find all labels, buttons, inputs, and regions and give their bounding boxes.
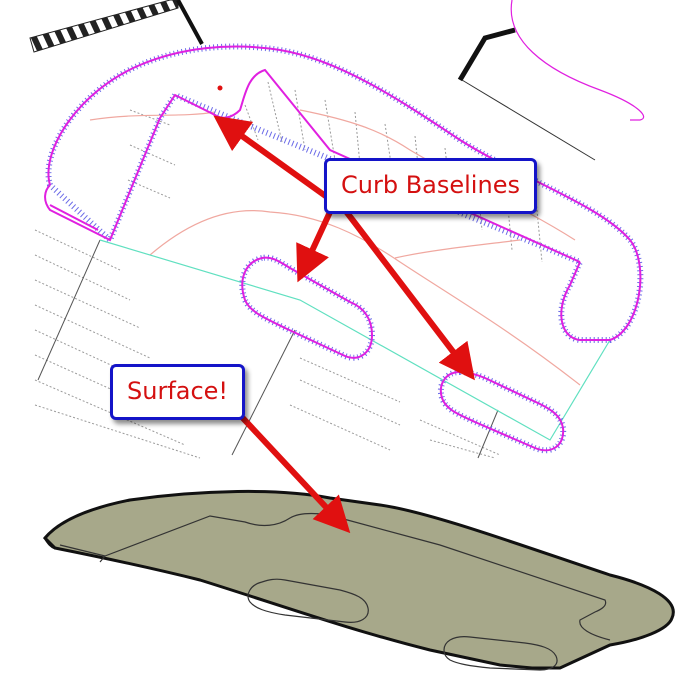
arrow-to-surface (237, 412, 351, 534)
grid-lines (37, 239, 499, 459)
surface-callout: Surface! (110, 364, 246, 420)
surface-3d (42, 489, 675, 671)
point-marker (217, 85, 223, 91)
arrows (213, 115, 475, 534)
parking-stall-lines (34, 81, 543, 459)
curb-baselines-callout: Curb Baselines (324, 158, 537, 214)
arrow-to-curb-island-1 (296, 209, 333, 283)
surface-boundary (99, 239, 611, 441)
road-hatch (29, 0, 204, 53)
curb-island-1 (239, 254, 376, 361)
curb-island-2 (438, 368, 567, 454)
top-right-linework (457, 0, 645, 161)
arrow-to-curb-island-2 (342, 207, 475, 381)
